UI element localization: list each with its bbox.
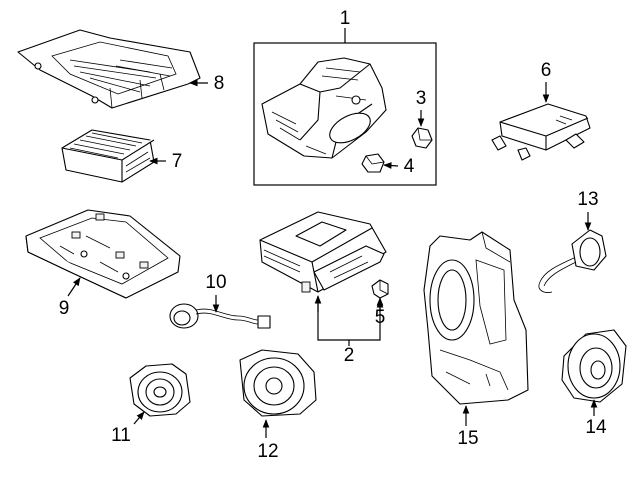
callout-8: 8 — [214, 73, 225, 94]
callout-12: 12 — [257, 441, 278, 462]
callout-5: 5 — [375, 307, 386, 328]
part-8-bracket[interactable] — [17, 29, 201, 109]
callout-15: 15 — [457, 428, 478, 449]
callout-14: 14 — [585, 417, 607, 438]
leader-lines — [67, 28, 598, 438]
part-3-knob[interactable] — [411, 127, 433, 149]
part-11-speaker[interactable] — [129, 363, 191, 417]
callout-6: 6 — [541, 60, 552, 81]
part-13-speaker[interactable] — [538, 229, 607, 293]
part-1-head-unit[interactable] — [261, 57, 387, 159]
part-7-amplifier[interactable] — [61, 129, 155, 183]
part-2-radio[interactable] — [259, 211, 387, 293]
callout-9: 9 — [59, 298, 70, 319]
callout-4: 4 — [404, 156, 415, 177]
callout-3: 3 — [416, 88, 427, 109]
part-12-speaker[interactable] — [239, 349, 317, 417]
part-10-tweeter[interactable] — [169, 303, 271, 329]
callout-1: 1 — [340, 8, 351, 29]
part-4-knob[interactable] — [361, 153, 385, 173]
leader-4 — [383, 162, 399, 169]
callout-labels: 1 2 3 4 5 6 7 8 9 10 11 12 13 14 15 — [59, 8, 607, 462]
callout-11: 11 — [111, 425, 131, 446]
part-9-tray[interactable] — [25, 209, 181, 299]
part-6-module[interactable] — [491, 103, 591, 161]
callout-7: 7 — [172, 151, 183, 172]
callout-2: 2 — [344, 345, 355, 366]
callout-13: 13 — [577, 189, 598, 210]
callout-10: 10 — [205, 272, 226, 293]
part-14-speaker[interactable] — [561, 329, 627, 403]
leader-2-bracket — [317, 296, 381, 341]
leader-11 — [133, 411, 145, 425]
part-5-knob[interactable] — [371, 279, 389, 299]
part-15-enclosure[interactable] — [423, 231, 529, 405]
leader-9 — [67, 277, 81, 297]
